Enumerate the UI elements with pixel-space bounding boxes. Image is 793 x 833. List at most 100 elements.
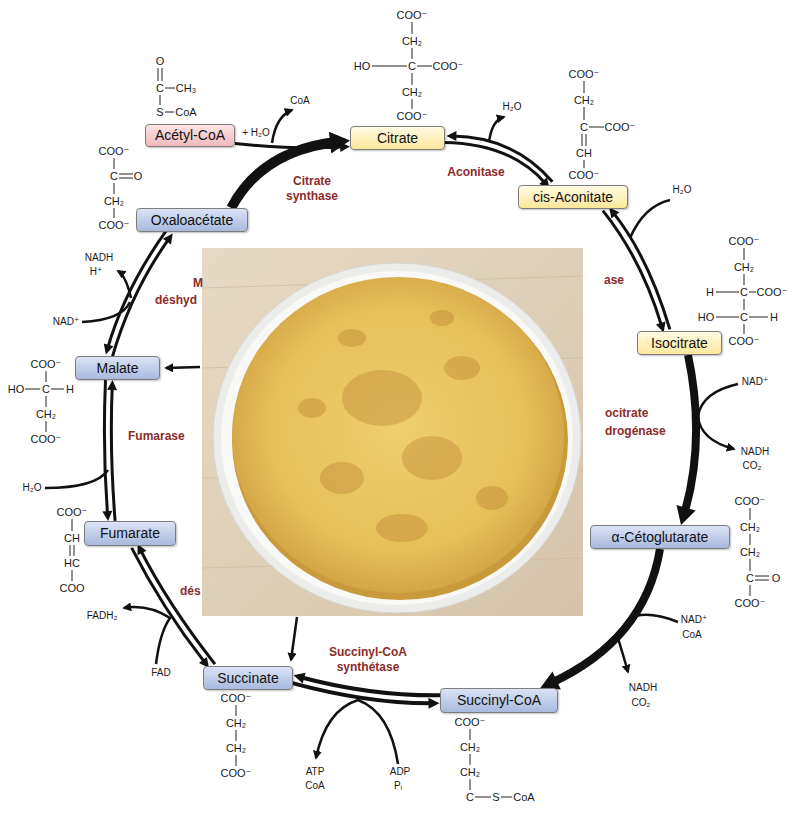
arrow-head xyxy=(428,698,439,709)
chem-group: HC xyxy=(64,557,80,570)
bond-or-cofactor-line xyxy=(25,22,769,797)
cofactor-label: NADH xyxy=(85,252,113,264)
bond-or-cofactor-line xyxy=(501,797,512,798)
photo-shape xyxy=(342,370,422,426)
bond-or-cofactor-line xyxy=(749,317,768,318)
photo-shape xyxy=(202,248,583,616)
metabolite-name: Isocitrate xyxy=(651,335,708,352)
chem-group: COO⁻ xyxy=(729,335,760,348)
cofactor-label: NAD⁺ xyxy=(53,316,79,328)
photo-shape xyxy=(298,310,508,542)
photo-shape xyxy=(402,436,462,480)
bond-or-cofactor-line xyxy=(45,470,108,488)
chem-group: HO xyxy=(354,60,371,73)
chem-group: CoA xyxy=(513,791,534,804)
bond-or-cofactor-line xyxy=(584,160,585,168)
chem-group: COO⁻ xyxy=(735,597,766,610)
chem-group: COO⁻ xyxy=(397,110,428,123)
cofactor-label: FAD xyxy=(151,667,170,679)
bond-or-cofactor-line xyxy=(160,95,161,105)
arrow-head xyxy=(676,505,695,525)
chem-group: CoA xyxy=(175,106,196,119)
bond-or-cofactor-line xyxy=(698,384,738,449)
chem-group: C xyxy=(580,121,588,134)
chem-group: C xyxy=(42,383,50,396)
arrow-head xyxy=(107,380,117,390)
metabolite-name: Malate xyxy=(96,360,138,377)
metabolite-box: α-Cétoglutarate xyxy=(590,525,730,549)
bond-or-cofactor-line xyxy=(716,317,739,318)
cofactor-label: H₂O xyxy=(23,482,42,494)
arrow-line xyxy=(603,211,662,327)
bond-or-cofactor-line xyxy=(584,107,585,120)
photo-shape xyxy=(476,486,508,510)
chem-group: CH₂ xyxy=(740,546,760,559)
bond-or-cofactor-line xyxy=(744,274,745,285)
enzyme-name: Aconitase xyxy=(447,165,504,180)
chem-group: C xyxy=(466,791,474,804)
bond-or-cofactor-line xyxy=(114,208,115,218)
bond-or-cofactor-line xyxy=(162,68,163,81)
chem-group: S xyxy=(156,106,163,119)
chem-group: CH xyxy=(64,532,80,545)
bond-or-cofactor-line xyxy=(755,576,769,577)
bond-or-cofactor-line xyxy=(636,615,678,622)
bond-or-cofactor-line xyxy=(165,112,174,113)
bond-or-cofactor-line xyxy=(470,729,471,740)
arrow-head xyxy=(609,207,619,218)
cofactor-label: CO₂ xyxy=(743,460,762,472)
arrow-head xyxy=(294,673,306,684)
chem-group: CH₂ xyxy=(226,742,246,755)
bond-or-cofactor-line xyxy=(124,607,170,664)
cofactor-label: FADH₂ xyxy=(87,610,118,622)
bond-or-cofactor-line xyxy=(236,730,237,741)
bond-or-cofactor-line xyxy=(166,367,200,368)
photo-shape xyxy=(376,514,428,542)
bond-or-cofactor-line xyxy=(46,421,47,432)
reaction-arrow xyxy=(444,131,553,188)
metabolite-box: Fumarate xyxy=(84,521,176,546)
chem-group: COO⁻ xyxy=(569,68,600,81)
chem-group: COO⁻ xyxy=(99,145,130,158)
bond-or-cofactor-line xyxy=(750,559,751,571)
enzyme-name: dés xyxy=(180,584,201,599)
enzyme-name: M xyxy=(193,276,203,291)
enzyme-name: Citrate synthase xyxy=(275,174,350,204)
chem-group: C xyxy=(156,82,164,95)
chem-group: O xyxy=(772,572,781,585)
photo-shape xyxy=(232,277,564,593)
chem-group: COO⁻ xyxy=(569,169,600,182)
arrow-line xyxy=(300,677,441,695)
enzyme-name: Fumarase xyxy=(128,429,185,444)
bond-or-cofactor-line xyxy=(412,73,413,85)
bond-or-cofactor-line xyxy=(25,389,40,390)
arrow-head xyxy=(540,671,561,689)
metabolite-box: Acétyl-CoA xyxy=(145,124,235,147)
chem-group: COO xyxy=(59,582,84,595)
bond-or-cofactor-line xyxy=(74,545,75,556)
photo-shape xyxy=(298,398,326,418)
chem-group: C xyxy=(740,286,748,299)
bond-or-cofactor-line xyxy=(412,99,413,109)
cofactor-label: H₂O xyxy=(503,101,522,113)
chem-group: CH₂ xyxy=(574,94,594,107)
chem-group: COO⁻ xyxy=(757,286,788,299)
bond-or-cofactor-line xyxy=(749,292,756,293)
bond-or-cofactor-line xyxy=(118,271,131,298)
bond-or-cofactor-line xyxy=(272,110,292,143)
bond-or-cofactor-line xyxy=(417,66,432,67)
reaction-arrow xyxy=(231,132,350,208)
cofactor-label: CoA xyxy=(290,95,309,107)
arrow-line xyxy=(108,230,167,348)
chem-group: COO⁻ xyxy=(735,495,766,508)
bond-or-cofactor-line xyxy=(755,580,769,581)
bond-or-cofactor-line xyxy=(744,299,745,310)
chem-group: HO xyxy=(8,383,25,396)
chem-group: COO⁻ xyxy=(455,716,486,729)
chem-group: H xyxy=(66,383,74,396)
bond-or-cofactor-line xyxy=(586,134,587,146)
bond-or-cofactor-line xyxy=(750,508,751,520)
chem-group: CH₂ xyxy=(226,717,246,730)
chem-group: HO xyxy=(698,311,715,324)
chem-group: H xyxy=(706,286,714,299)
